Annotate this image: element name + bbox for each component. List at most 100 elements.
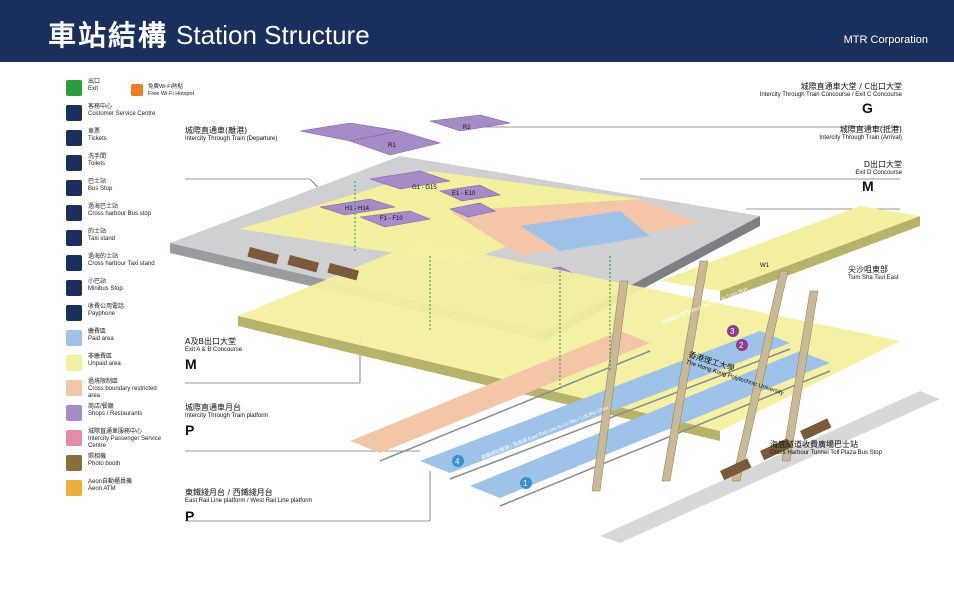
legend-label-en: Cross harbour Taxi stand — [88, 261, 155, 267]
legend-label-zh: 出口 — [88, 79, 101, 85]
svg-text:3: 3 — [730, 327, 735, 336]
cross-harbour-bus-icon — [66, 205, 82, 221]
label-tst-east-zh: 尖沙咀東部 — [848, 265, 888, 274]
label-d-concourse-zh: D出口大堂 — [863, 160, 902, 169]
level-p-itt: P — [185, 422, 195, 438]
legend-label-zh: 小巴站 — [88, 279, 107, 285]
label-erl-platform: 東鐵綫月台 / 西鐵綫月台 East Rail Line platform / … — [185, 488, 312, 506]
level-p-erl: P — [185, 508, 195, 524]
customer-service-icon — [66, 105, 82, 121]
label-arrival-zh: 城際直通車(抵港) — [839, 125, 902, 134]
label-tst-east-en: Tsim Sha Tsui East — [848, 275, 899, 281]
legend-label-zh: 繳費區 — [88, 329, 107, 335]
label-d-concourse: D出口大堂 Exit D Concourse — [810, 160, 902, 178]
level-g: G — [862, 100, 873, 116]
aeon-atm-icon — [66, 480, 82, 496]
label-departure-en: Intercity Through Train (Departure) — [185, 136, 278, 142]
station-diagram: R2 R1 G1 - G15 E1 - E10 H1 - H14 F1 - F1… — [170, 114, 940, 543]
legend-label-zh: 過境限制區 — [88, 379, 119, 385]
label-departure-zh: 城際直通車(離港) — [185, 126, 248, 135]
label-g-concourse-en: Intercity Through Train Concourse / Exit… — [759, 92, 902, 98]
legend-label-en: Minibus Stop — [88, 286, 123, 292]
paid-area-swatch — [66, 330, 82, 346]
label-tst-east: 尖沙咀東部 Tsim Sha Tsui East — [848, 265, 899, 283]
legend-label-en: Exit — [88, 86, 99, 92]
legend-label-zh: 客務中心 — [88, 104, 113, 110]
svg-text:H1 - H14: H1 - H14 — [345, 206, 370, 212]
wifi-icon — [131, 84, 143, 96]
header-bar: 車站結構 Station Structure MTR Corporation — [0, 0, 954, 62]
legend-label-zh: 城際直通車服務中心 — [88, 429, 143, 435]
label-departure: 城際直通車(離港) Intercity Through Train (Depar… — [185, 126, 277, 144]
minibus-icon — [66, 280, 82, 296]
legend-label-zh: 商店/餐廳 — [88, 404, 114, 410]
payphone-icon — [66, 305, 82, 321]
label-itt-platform: 城際直通車月台 Intercity Through Train platform — [185, 403, 268, 421]
label-ab-concourse: A及B出口大堂 Exit A & B Concourse — [185, 337, 242, 355]
svg-text:F1 - F10: F1 - F10 — [380, 216, 403, 222]
legend-label-zh: 車票 — [88, 129, 101, 135]
toilet-icon — [66, 155, 82, 171]
legend-label-zh: 巴士站 — [88, 179, 107, 185]
shops-icon — [66, 405, 82, 421]
label-bus-stop-en: Cross Harbour Tunnel Toll Plaza Bus Stop — [770, 450, 882, 456]
svg-text:2: 2 — [739, 341, 744, 350]
intercity-service-icon — [66, 430, 82, 446]
wifi-label-en: Free Wi-Fi Hotspot — [148, 91, 195, 97]
label-bus-stop: 海底隧道收費廣場巴士站 Cross Harbour Tunnel Toll Pl… — [770, 440, 882, 458]
label-arrival: 城際直通車(抵港) Intercity Through Train (Arriv… — [770, 125, 902, 143]
restricted-area-swatch — [66, 380, 82, 396]
legend-label-en: Payphone — [88, 311, 116, 317]
legend-label-en: Paid area — [88, 336, 114, 342]
label-ab-concourse-en: Exit A & B Concourse — [185, 347, 243, 353]
legend-label-en: Aeon ATM — [88, 486, 116, 492]
corporation-name: MTR Corporation — [843, 34, 928, 46]
legend-label-en: Customer Service Centre — [88, 111, 156, 117]
legend-label-zh: 非繳費區 — [88, 354, 113, 360]
legend-label-en: Toilets — [88, 161, 106, 167]
legend-label-en: Intercity Passenger Service Centre — [88, 436, 162, 449]
legend-label-zh: 洗手間 — [88, 154, 107, 160]
label-arrival-en: Intercity Through Train (Arrival) — [819, 135, 902, 141]
legend-label-en: Cross harbour Bus stop — [88, 211, 152, 217]
taxi-icon — [66, 230, 82, 246]
svg-text:G1 - G15: G1 - G15 — [412, 185, 437, 191]
legend-label-zh: 收費公用電話 — [88, 304, 125, 310]
page-title-en: Station Structure — [176, 20, 370, 50]
page-title-zh: 車站結構 — [48, 19, 169, 52]
shop-labels: R2 R1 G1 - G15 E1 - E10 H1 - H14 F1 - F1… — [345, 125, 770, 269]
ticket-icon — [66, 130, 82, 146]
legend-label-zh: 過海的士站 — [88, 254, 119, 260]
legend-label-zh: 的士站 — [88, 229, 107, 235]
legend-label-zh: 照相機 — [88, 454, 107, 460]
legend-label-en: Tickets — [88, 136, 107, 142]
level-m-ab: M — [185, 356, 197, 372]
bus-stop-icon — [66, 180, 82, 196]
label-erl-platform-en: East Rail Line platform / West Rail Line… — [185, 498, 313, 504]
svg-text:R2: R2 — [463, 125, 471, 131]
svg-text:1: 1 — [523, 479, 528, 488]
unpaid-area-swatch — [66, 355, 82, 371]
svg-text:R1: R1 — [388, 143, 396, 149]
label-g-concourse: 城際直通車大堂 / C出口大堂 Intercity Through Train … — [736, 82, 902, 100]
label-erl-platform-zh: 東鐵綫月台 / 西鐵綫月台 — [185, 488, 273, 497]
label-itt-platform-zh: 城際直通車月台 — [185, 403, 241, 412]
wifi-label-zh: 免費Wi-Fi熱點 — [148, 84, 183, 90]
photo-booth-icon — [66, 455, 82, 471]
svg-text:W1: W1 — [760, 263, 770, 269]
legend-label-en: Bus Stop — [88, 186, 113, 192]
label-itt-platform-en: Intercity Through Train platform — [185, 413, 269, 419]
